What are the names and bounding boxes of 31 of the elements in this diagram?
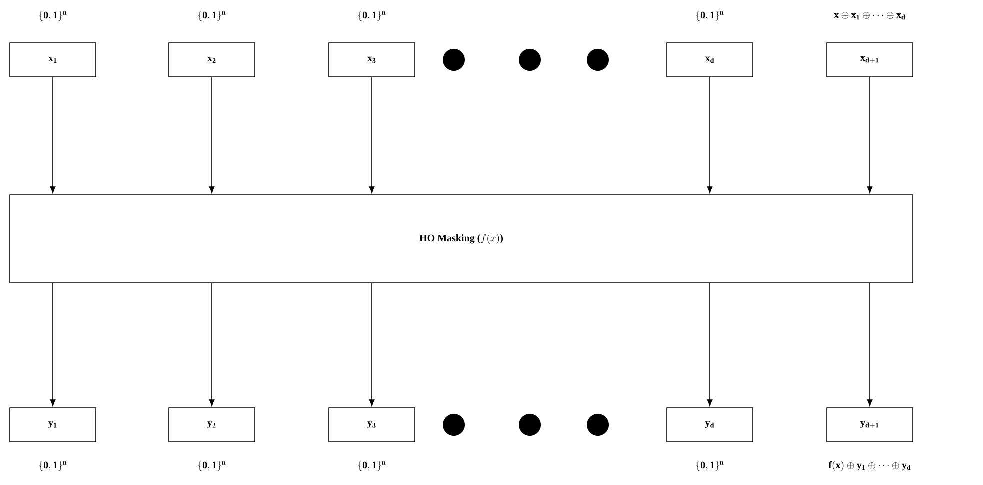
output-box: $\mathbf{y_3}$ — [328, 408, 416, 442]
set-label: $\{\mathbf{0,1}\}^{\mathbf{n}}$ — [198, 461, 226, 472]
set-label: $\{\mathbf{0,1}\}^{\mathbf{n}}$ — [358, 11, 386, 21]
output-box: $\mathbf{y_d}$ — [666, 408, 754, 442]
set-label: $\{\mathbf{0,1}\}^{\mathbf{n}}$ — [358, 461, 386, 472]
set-label: $\{\mathbf{0,1}\}^{\mathbf{n}}$ — [696, 11, 724, 21]
set-label: $\{\mathbf{0,1}\}^{\mathbf{n}}$ — [39, 461, 67, 472]
set-label: $\{\mathbf{0,1}\}^{\mathbf{n}}$ — [696, 461, 724, 472]
input-box: $\mathbf{x_1}$ — [10, 42, 96, 78]
arrow — [209, 283, 215, 406]
arrow — [369, 283, 375, 406]
arrow — [50, 77, 56, 194]
arrow — [707, 77, 713, 194]
arrow — [50, 283, 56, 406]
set-label: $\{\mathbf{0,1}\}^{\mathbf{n}}$ — [39, 11, 67, 21]
output-box: $\mathbf{y_{d+1}}$ — [826, 408, 914, 442]
output-box: $\mathbf{y_2}$ — [168, 408, 256, 442]
input-box: $\mathbf{x_{d+1}}$ — [826, 42, 914, 78]
masking-box: $\textbf{HO Masking (}f(x)\textbf{)}$ — [10, 194, 914, 284]
arrow — [369, 77, 375, 194]
input-box: $\mathbf{x_d}$ — [666, 42, 754, 78]
arrow — [707, 283, 713, 406]
input-box: $\mathbf{x_2}$ — [168, 42, 256, 78]
input-box: $\mathbf{x_3}$ — [328, 42, 416, 78]
output-box: $\mathbf{y_1}$ — [10, 408, 96, 442]
arrow — [867, 283, 873, 406]
arrow — [209, 77, 215, 194]
set-label: $\mathbf{x}\oplus\mathbf{x_1}\oplus\cdots\oplus\mathbf{x_d}$ — [834, 12, 906, 20]
set-label: $\mathbf{f(x)}\oplus\mathbf{y_1}\oplus\cdots\oplus\mathbf{y_d}$ — [828, 461, 911, 472]
set-label: $\{\mathbf{0,1}\}^{\mathbf{n}}$ — [198, 11, 226, 21]
arrow — [867, 77, 873, 194]
